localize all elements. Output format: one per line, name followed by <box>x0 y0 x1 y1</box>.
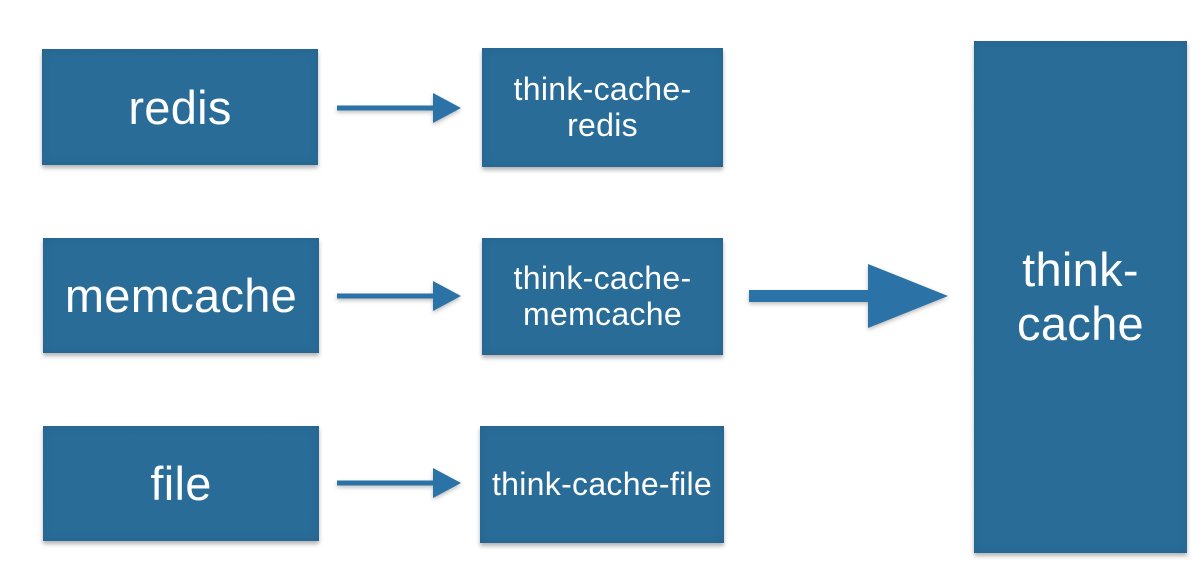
source-box-file: file <box>43 426 319 541</box>
label-line-2: memcache <box>523 295 682 332</box>
adapter-box-think-cache-file-label: think-cache-file <box>491 465 712 503</box>
adapter-box-think-cache-memcache-label: think-cache- memcache <box>513 259 692 333</box>
arrow-redis-to-think-cache-redis-icon <box>337 93 461 123</box>
target-box-think-cache: think- cache <box>974 41 1187 553</box>
arrow-memcache-to-think-cache-memcache-icon <box>337 281 461 311</box>
source-box-memcache-label: memcache <box>64 269 298 322</box>
arrow-file-to-think-cache-file-icon <box>337 468 461 498</box>
label-line-2: cache <box>1017 297 1144 350</box>
label-line-1: think-cache- <box>513 259 692 296</box>
arrow-adapters-to-think-cache-icon <box>749 264 948 328</box>
adapter-box-think-cache-redis: think-cache- redis <box>482 48 723 167</box>
target-box-think-cache-label: think- cache <box>1017 243 1144 351</box>
adapter-box-think-cache-redis-label: think-cache- redis <box>513 70 692 144</box>
label-line-1: think- <box>1022 242 1139 296</box>
source-box-redis: redis <box>42 49 318 165</box>
label-line-1: think-cache- <box>513 70 692 107</box>
adapter-box-think-cache-file: think-cache-file <box>480 426 724 543</box>
label-line-2: redis <box>567 106 638 143</box>
source-box-memcache: memcache <box>43 238 319 353</box>
source-box-file-label: file <box>150 457 212 510</box>
source-box-redis-label: redis <box>128 80 232 134</box>
adapter-box-think-cache-memcache: think-cache- memcache <box>482 238 723 355</box>
label-line-1: think-cache-file <box>491 465 712 502</box>
